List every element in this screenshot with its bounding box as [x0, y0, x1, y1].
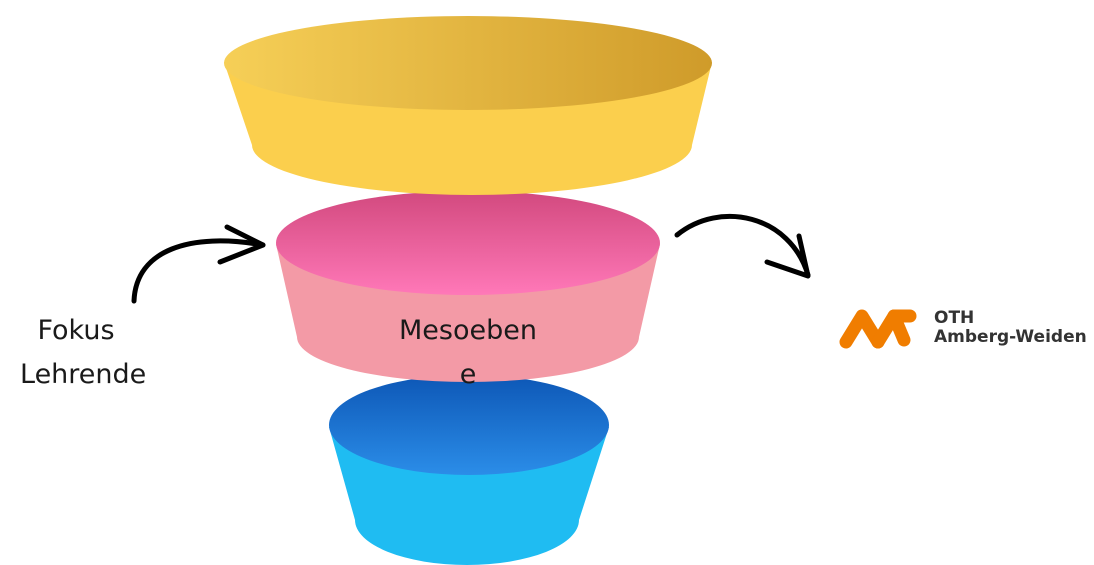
left-arrow-shaft [131, 238, 266, 304]
right-arrow-shaft [674, 213, 811, 278]
funnel-tier-bottom [329, 375, 609, 565]
right-arrow [674, 213, 811, 279]
left-arrow-head [217, 224, 266, 265]
right-arrow-head [764, 233, 811, 279]
funnel-tier-bottom-cap [329, 375, 609, 475]
left-label-line2: Lehrende [20, 359, 147, 390]
funnel-tier-middle [276, 191, 660, 382]
oth-logo-line1: OTH [934, 308, 975, 328]
left-label: Fokus Lehrende [20, 309, 147, 397]
funnel-tier-middle-cap [276, 191, 660, 295]
oth-logo-text: OTH Amberg-Weiden [934, 309, 1087, 347]
middle-label-line2: e [459, 359, 477, 390]
left-label-line1: Fokus [37, 315, 115, 346]
oth-logo-mark [839, 309, 917, 349]
funnel-tier-top-cap [224, 16, 712, 110]
funnel-tier-top [224, 16, 712, 195]
oth-logo-line2: Amberg-Weiden [934, 327, 1087, 347]
left-arrow [131, 224, 266, 304]
middle-label: Mesoeben e [380, 309, 556, 397]
middle-label-line1: Mesoeben [399, 315, 537, 346]
